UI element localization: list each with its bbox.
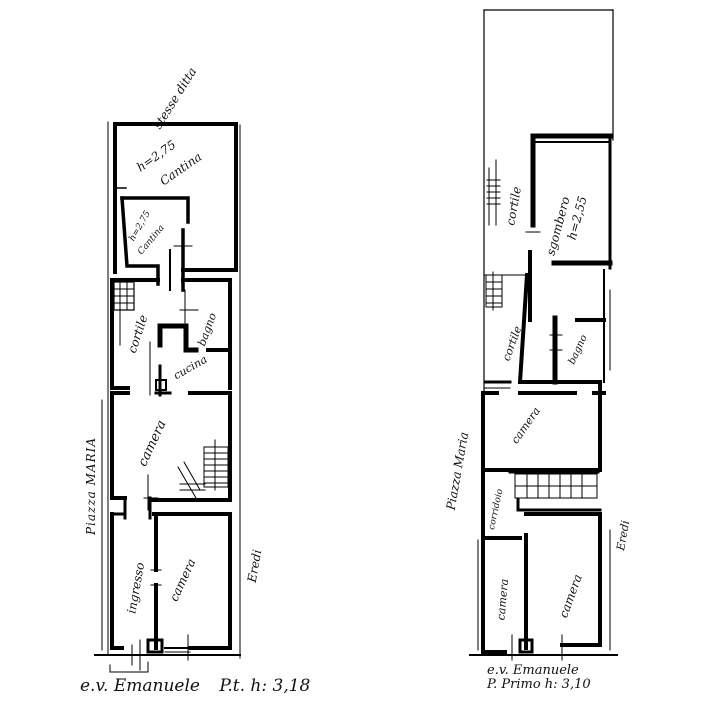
label-street-left: Piazza MARIA <box>84 436 99 536</box>
ground-floor-caption: e.v. Emanuele P.t. h: 3,18 <box>80 676 311 696</box>
first-floor-address: e.v. Emanuele <box>487 663 579 678</box>
ground-floor-walls <box>94 121 241 673</box>
first-floor-level: P. Primo h: 3,10 <box>487 676 591 692</box>
ground-floor-level: P.t. h: 3,18 <box>219 676 311 696</box>
label-bedroom-2: camera <box>494 578 512 621</box>
first-floor-caption: e.v. Emanuele P. Primo h: 3,10 <box>487 664 591 691</box>
first-floor-walls <box>469 9 618 661</box>
ground-floor-address: e.v. Emanuele <box>80 676 200 696</box>
